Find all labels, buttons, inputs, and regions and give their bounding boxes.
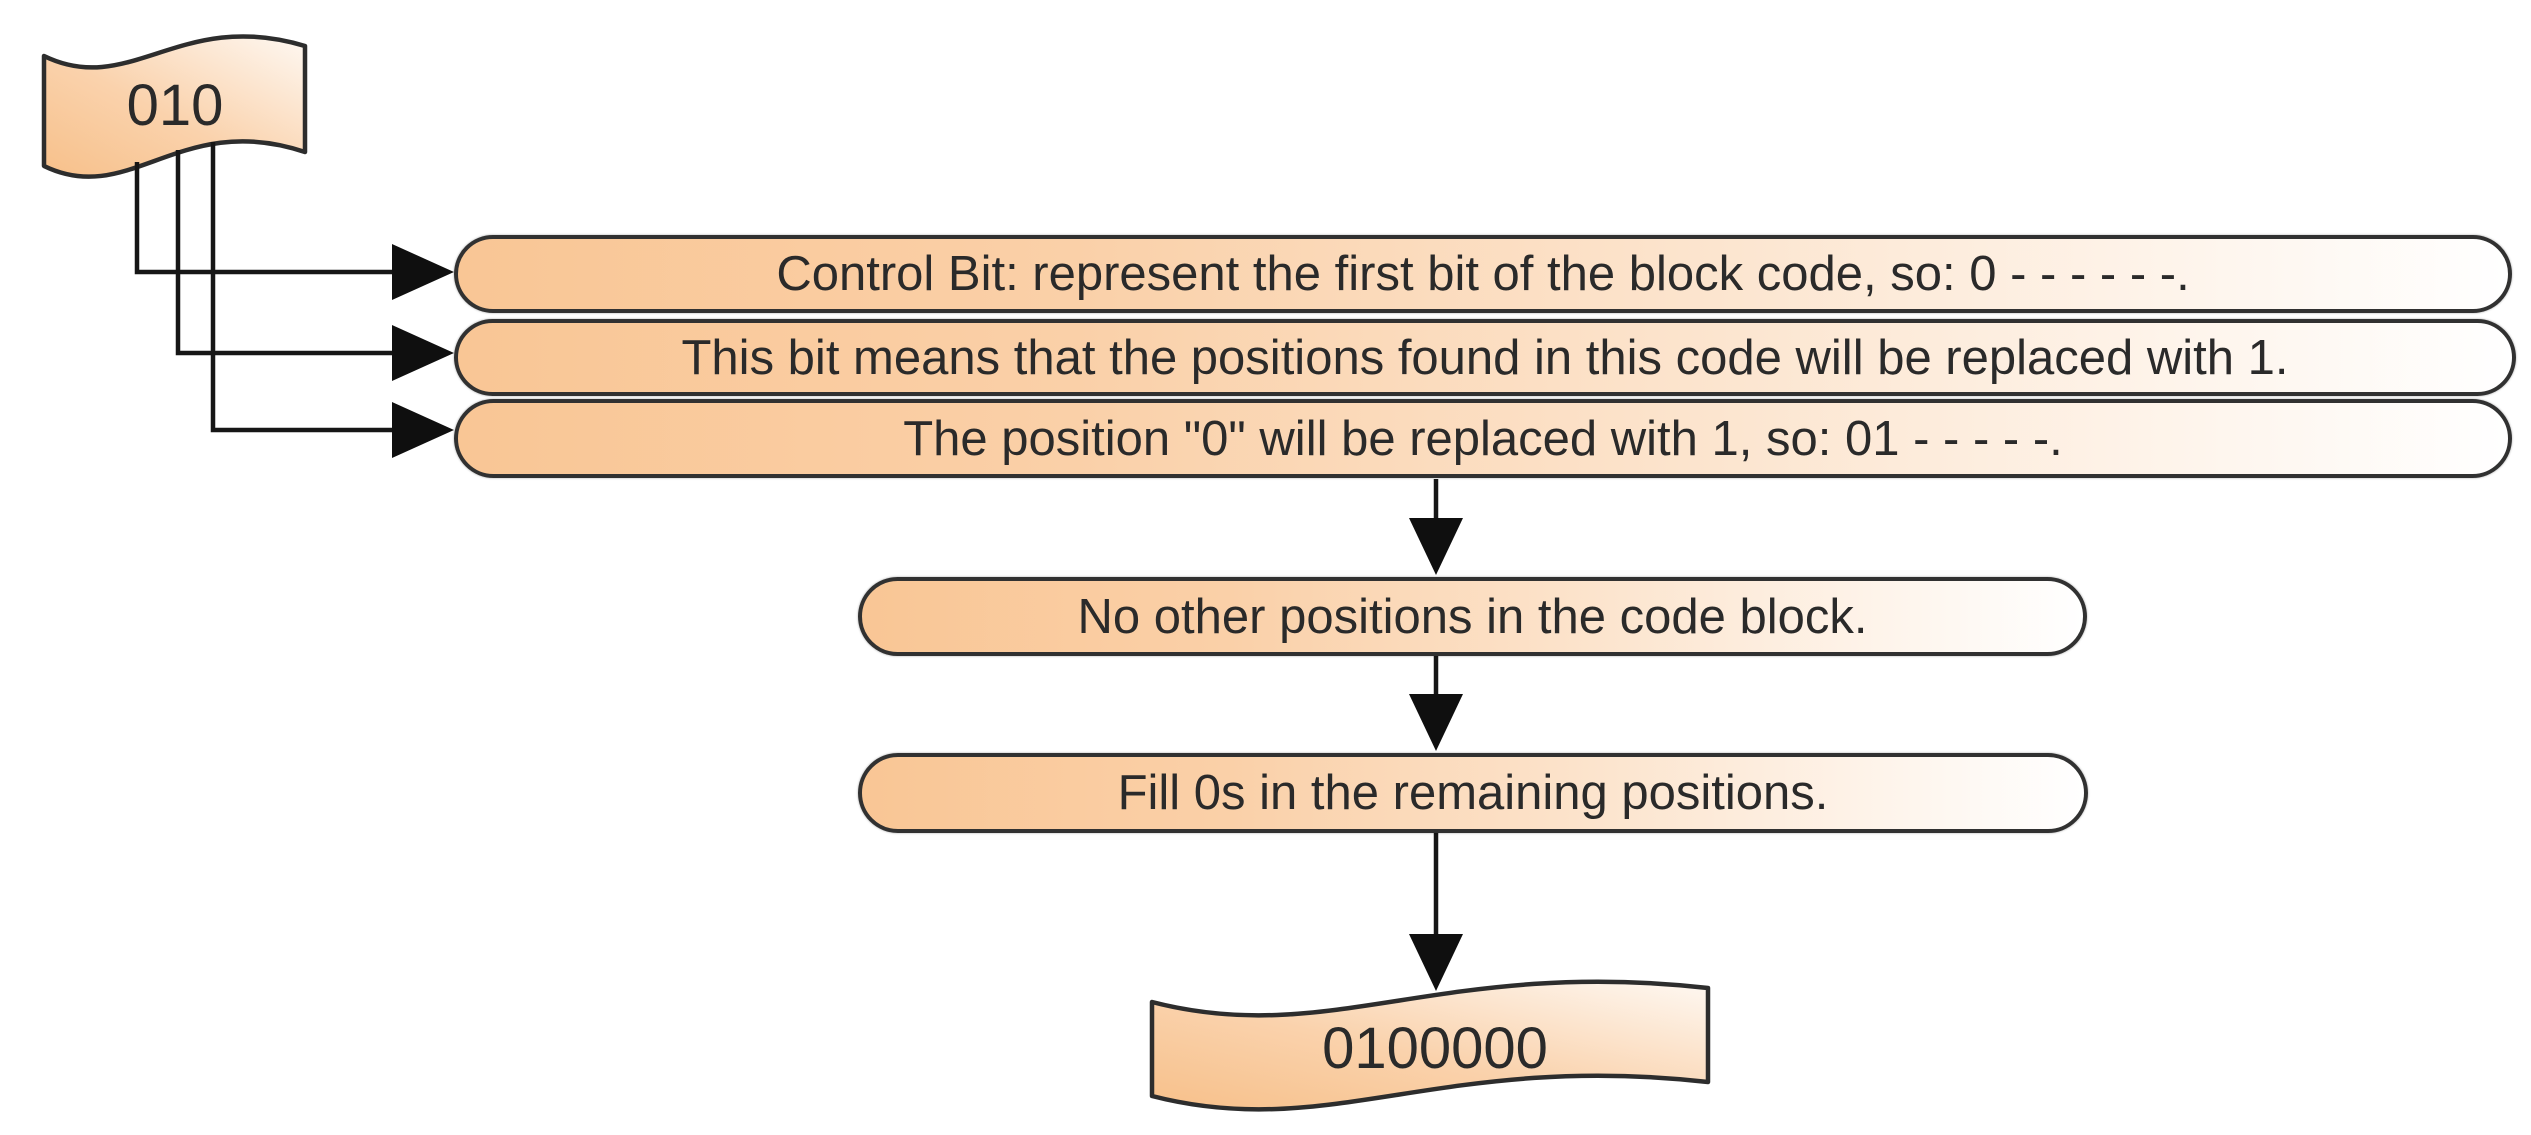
output-flag-label: 0100000	[1322, 1015, 1548, 1081]
output-flag-shape	[1149, 979, 1711, 1112]
node-control-bit-label: Control Bit: represent the first bit of …	[776, 247, 2190, 301]
node-fill-zeros: Fill 0s in the remaining positions.	[858, 753, 2088, 833]
node-no-other-positions: No other positions in the code block.	[858, 577, 2087, 656]
node-fill-zeros-label: Fill 0s in the remaining positions.	[1117, 766, 1829, 820]
input-flag-shape	[41, 34, 308, 179]
arrowhead-down-no-other	[1409, 518, 1463, 575]
arrowhead-right-bit-meaning	[392, 325, 454, 381]
node-no-other-positions-label: No other positions in the code block.	[1077, 589, 1868, 644]
node-position-replace-label: The position "0" will be replaced with 1…	[903, 411, 2063, 466]
node-control-bit: Control Bit: represent the first bit of …	[454, 235, 2512, 313]
connector-flag-to-position-replace	[210, 142, 398, 433]
input-flag-label: 010	[126, 72, 224, 138]
arrowhead-down-output	[1409, 934, 1463, 991]
arrowhead-down-fill-zeros	[1409, 694, 1463, 751]
connector-flag-to-bit-meaning	[175, 150, 398, 356]
node-position-replace: The position "0" will be replaced with 1…	[454, 399, 2512, 478]
node-bit-meaning-label: This bit means that the positions found …	[681, 330, 2289, 385]
arrowhead-right-control-bit	[392, 244, 454, 300]
connector-flag-to-control-bit	[134, 162, 398, 275]
node-bit-meaning: This bit means that the positions found …	[454, 319, 2516, 396]
arrowhead-right-position-replace	[392, 402, 454, 458]
